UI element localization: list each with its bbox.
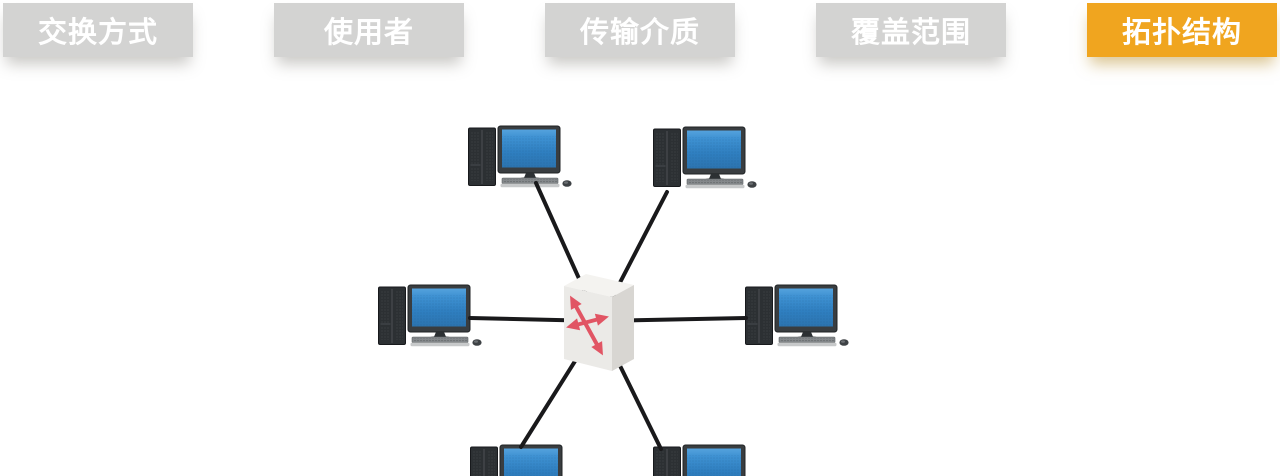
tab-topology[interactable]: 拓扑结构: [1087, 3, 1277, 57]
desktop-computer-icon-middle-left: [377, 284, 483, 347]
tab-coverage[interactable]: 覆盖范围: [816, 3, 1006, 57]
tab-bar: 交换方式 使用者 传输介质 覆盖范围 拓扑结构: [0, 3, 1280, 57]
desktop-computer-icon-bottom-left: [469, 444, 575, 476]
desktop-computer-icon-bottom-right: [652, 444, 758, 476]
switch-crossed-arrows: [566, 295, 609, 356]
desktop-computer-icon-top-left: [467, 125, 573, 188]
desktop-computer-icon-middle-right: [744, 284, 850, 347]
tab-users[interactable]: 使用者: [274, 3, 464, 57]
network-switch-icon: [564, 274, 634, 371]
desktop-computer-icon-top-right: [652, 126, 758, 189]
tab-switching-method[interactable]: 交换方式: [3, 3, 193, 57]
tab-transmission-medium[interactable]: 传输介质: [545, 3, 735, 57]
